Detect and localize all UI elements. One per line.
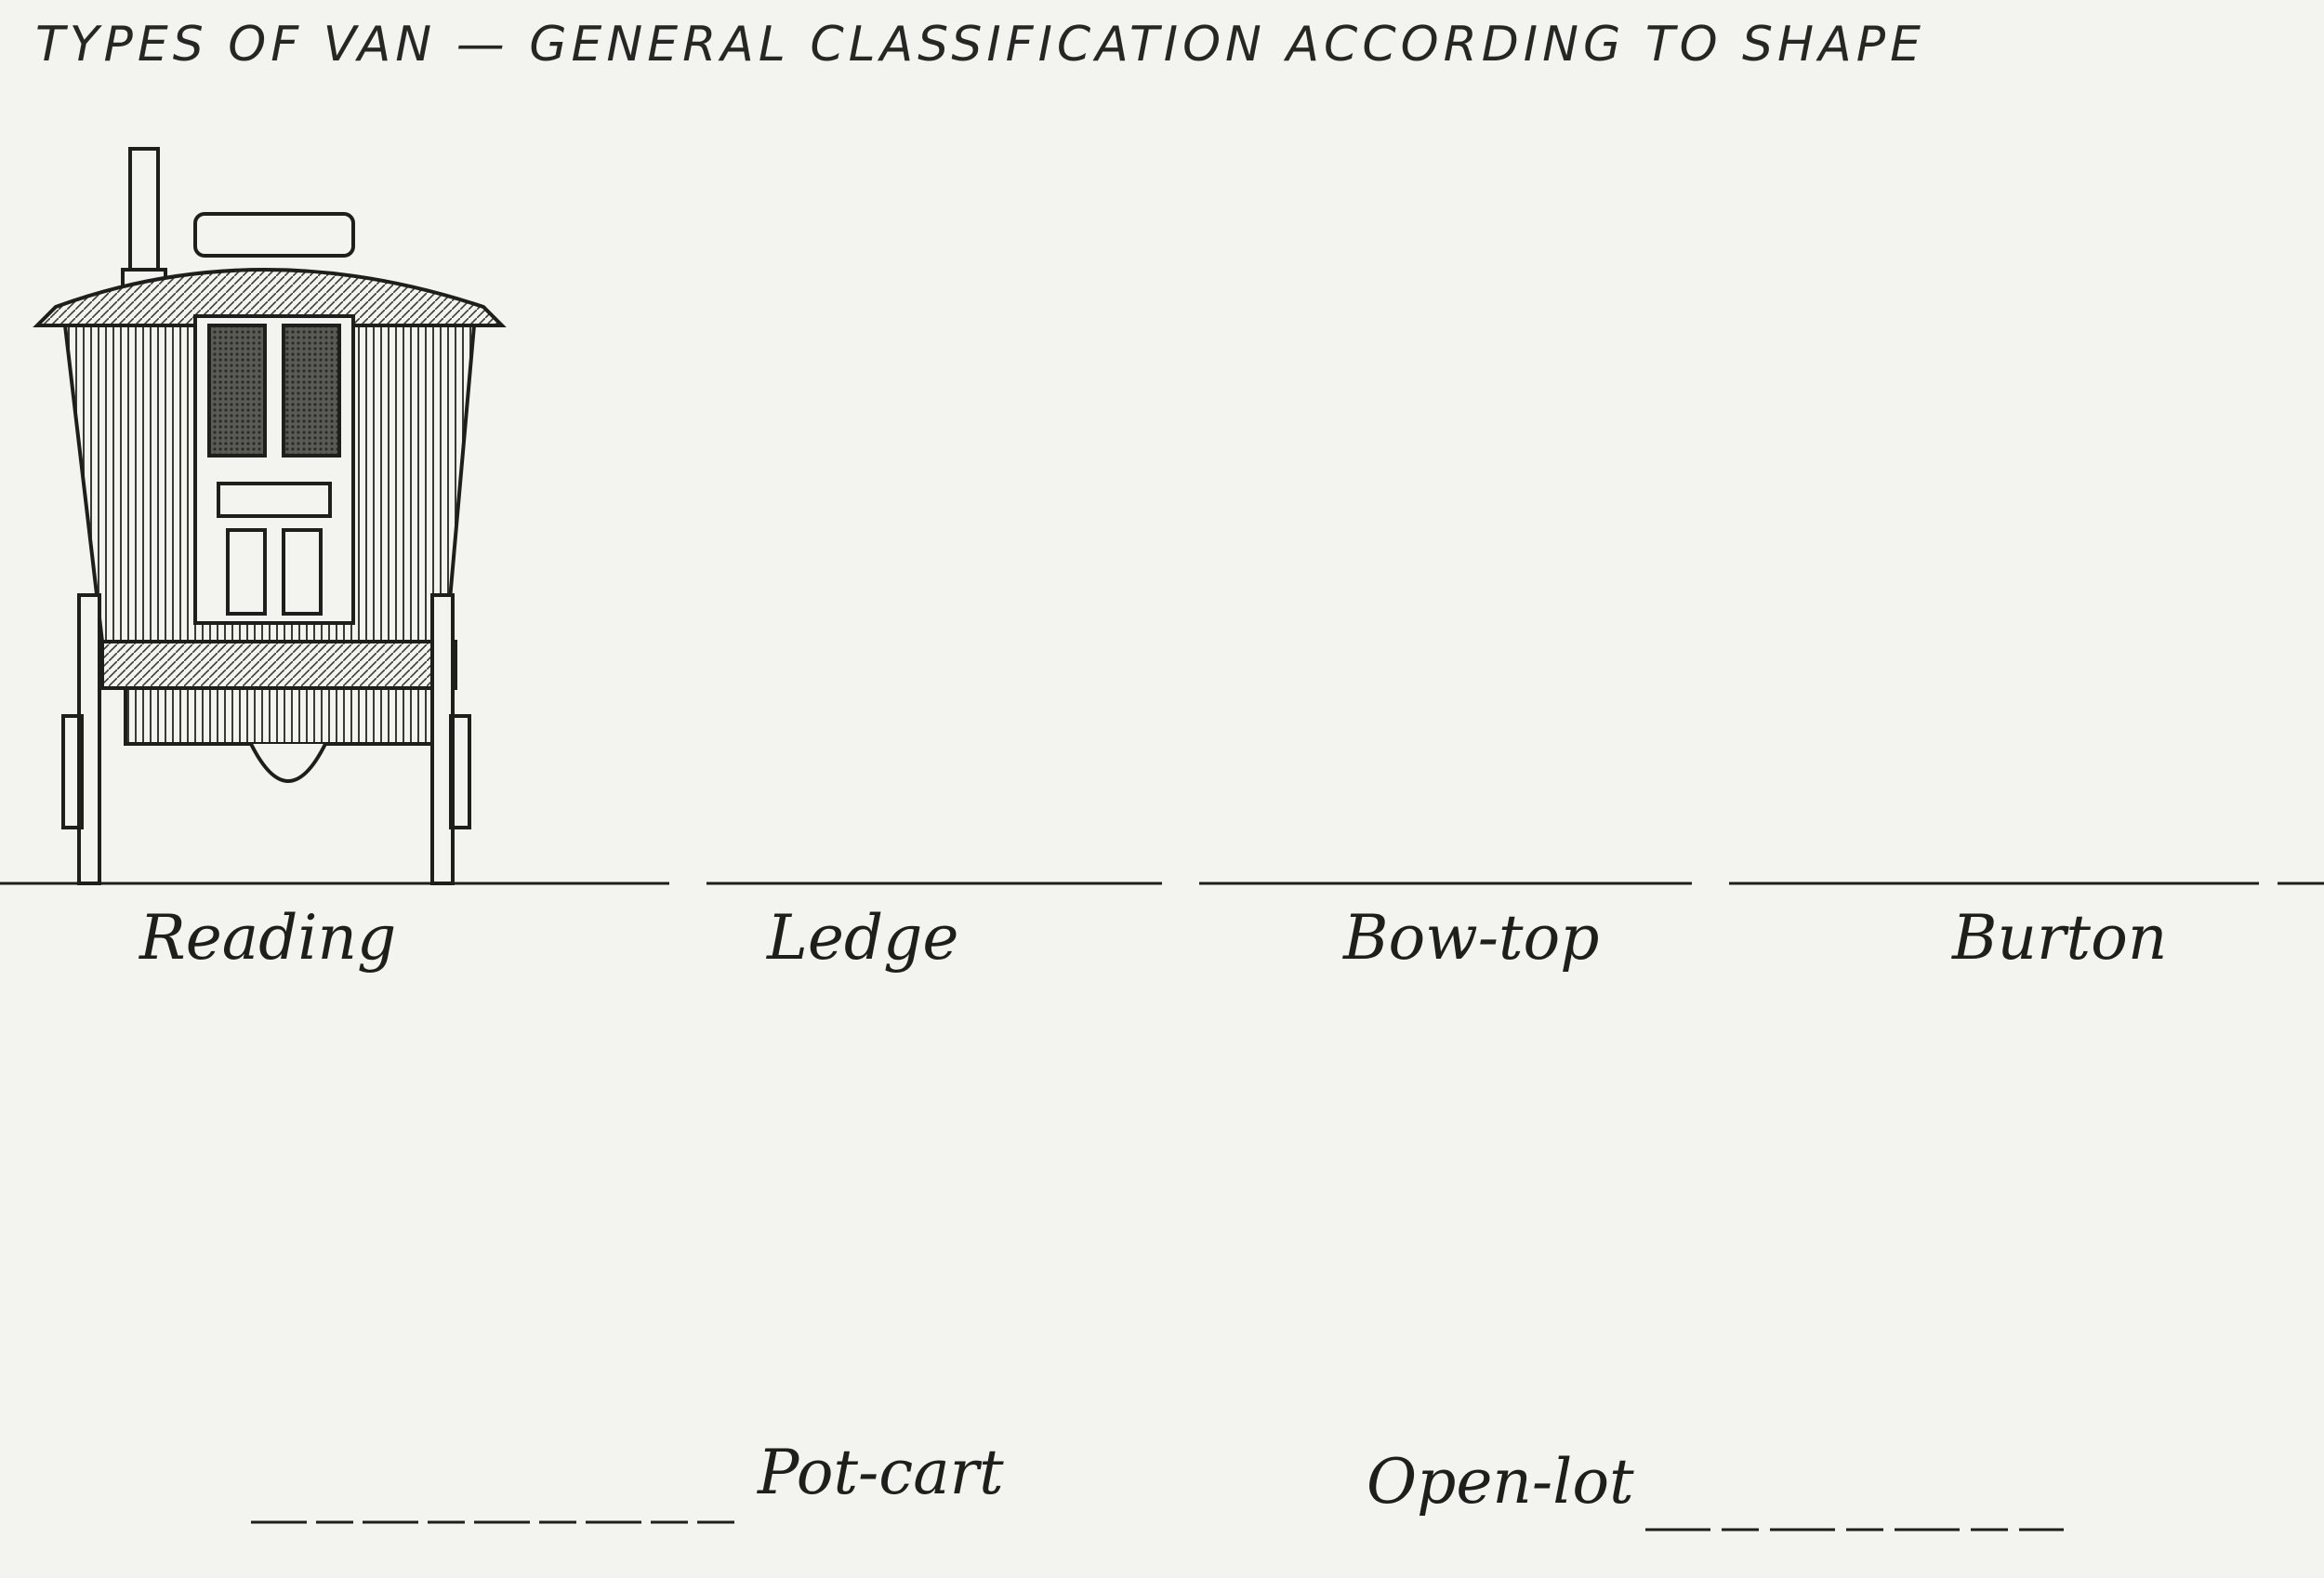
reading-van-illustration <box>33 147 507 885</box>
label-burton: Burton <box>1952 902 2168 974</box>
label-bowtop: Bow-top <box>1343 902 1600 974</box>
label-openlot: Open-lot <box>1367 1446 1634 1518</box>
label-reading: Reading <box>139 902 397 974</box>
label-potcart: Pot-cart <box>758 1437 1004 1508</box>
figure-title: TYPES OF VAN — GENERAL CLASSIFICATION AC… <box>35 17 1925 73</box>
label-ledge: Ledge <box>767 902 959 974</box>
